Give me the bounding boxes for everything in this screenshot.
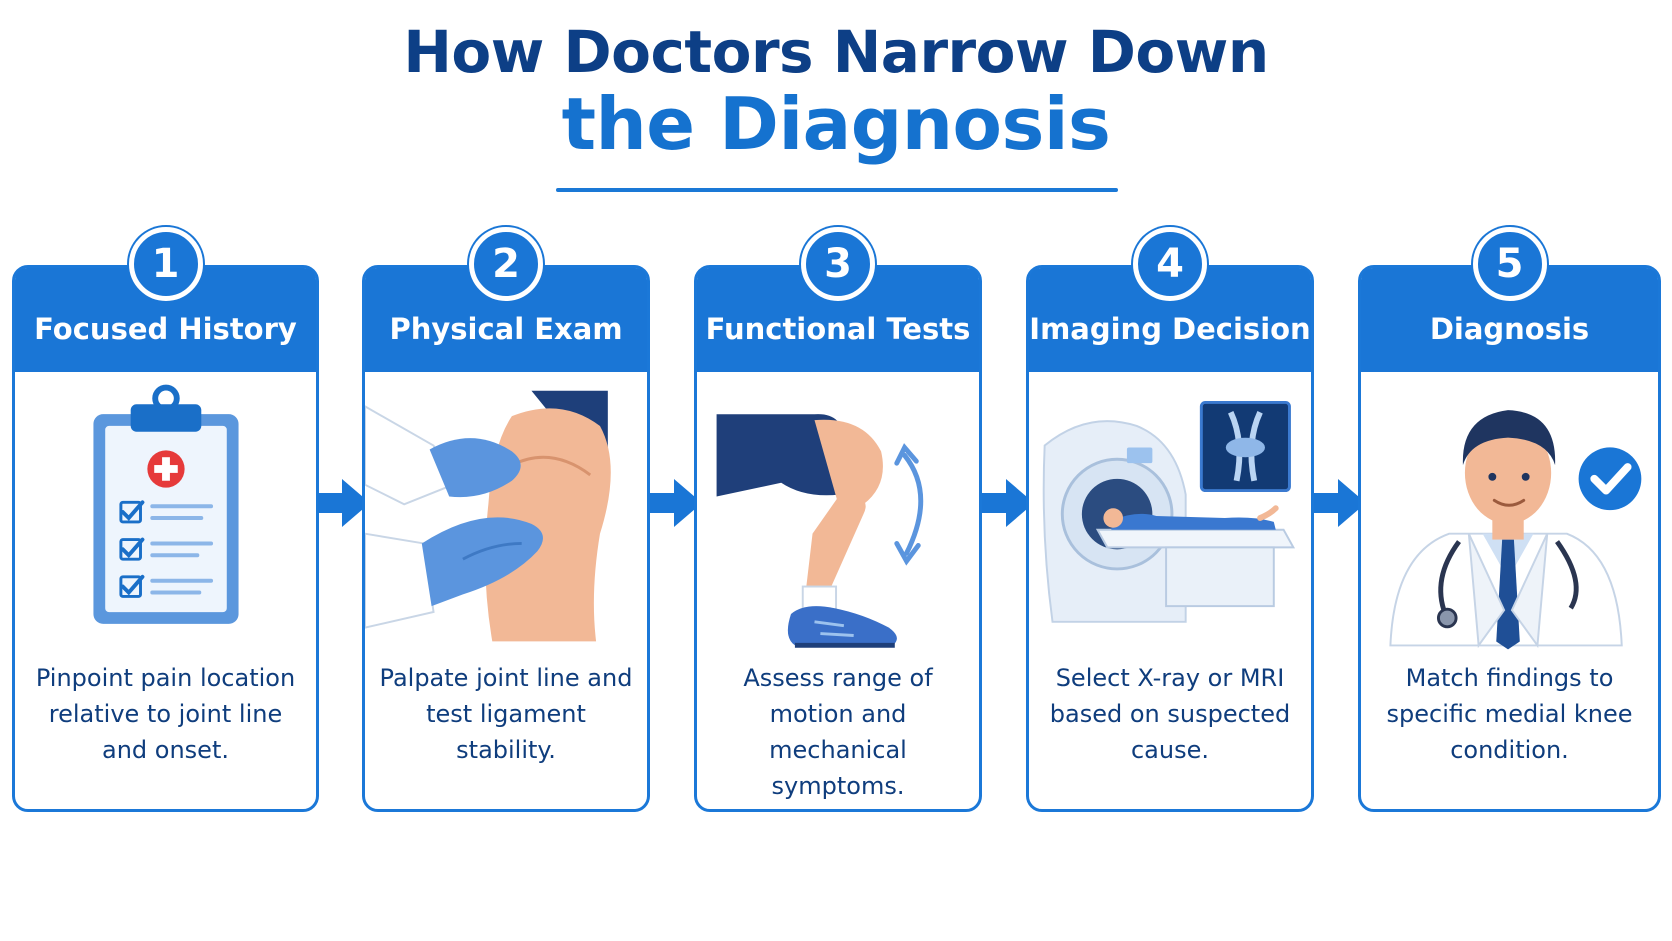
step-number-badge-5: 5 bbox=[1472, 227, 1547, 301]
step-card-5: 5 Diagnosis Match findings to specific m… bbox=[1358, 227, 1661, 812]
step-number-badge-2: 2 bbox=[469, 227, 543, 301]
step-title-3: Functional Tests bbox=[705, 312, 971, 346]
step-description-4: Select X-ray or MRI based on suspected c… bbox=[1049, 664, 1291, 764]
doctor-checkmark-icon bbox=[1389, 410, 1642, 650]
step-description-1: Pinpoint pain location relative to joint… bbox=[35, 664, 296, 764]
arrow-right-icon bbox=[1314, 479, 1366, 527]
step-card-4: 4 Imaging Decision Select X-ray or MRI b… bbox=[1026, 227, 1314, 812]
step-number-badge-3: 3 bbox=[801, 227, 875, 301]
step-number-badge-4: 4 bbox=[1133, 227, 1207, 301]
step-description-5: Match findings to specific medial knee c… bbox=[1386, 664, 1633, 764]
step-card-3: 3 Functional Tests Assess range of motio… bbox=[694, 227, 982, 812]
step-card-1: 1 Focused History Pinpoint pain loca bbox=[12, 227, 319, 812]
step-description-2: Palpate joint line and test ligament sta… bbox=[379, 664, 633, 764]
title-underline bbox=[556, 188, 1118, 192]
step-description-3: Assess range of motion and mechanical sy… bbox=[743, 664, 933, 800]
step-header-2: 2 Physical Exam bbox=[365, 227, 647, 372]
mri-scanner-icon bbox=[1042, 400, 1296, 623]
clipboard-checklist-icon bbox=[93, 384, 239, 624]
arrow-right-icon bbox=[982, 479, 1034, 527]
arrow-right-icon bbox=[318, 479, 370, 527]
page-title-line-1: How Doctors Narrow Down bbox=[403, 18, 1269, 86]
step-header-1: 1 Focused History bbox=[15, 227, 316, 372]
step-card-2: 2 Physical Exam Palpate joint line and t… bbox=[362, 227, 650, 812]
gloved-hands-knee-icon bbox=[365, 390, 611, 642]
step-title-5: Diagnosis bbox=[1429, 312, 1590, 346]
step-header-4: 4 Imaging Decision bbox=[1029, 227, 1311, 372]
step-title-4: Imaging Decision bbox=[1029, 312, 1311, 346]
step-header-3: 3 Functional Tests bbox=[697, 227, 979, 372]
bending-leg-icon bbox=[716, 414, 924, 648]
step-number-badge-1: 1 bbox=[128, 227, 203, 301]
step-title-2: Physical Exam bbox=[389, 312, 623, 346]
step-header-5: 5 Diagnosis bbox=[1361, 227, 1658, 372]
step-title-1: Focused History bbox=[34, 312, 297, 346]
arrow-right-icon bbox=[650, 479, 702, 527]
page-title-line-2: the Diagnosis bbox=[561, 82, 1111, 166]
